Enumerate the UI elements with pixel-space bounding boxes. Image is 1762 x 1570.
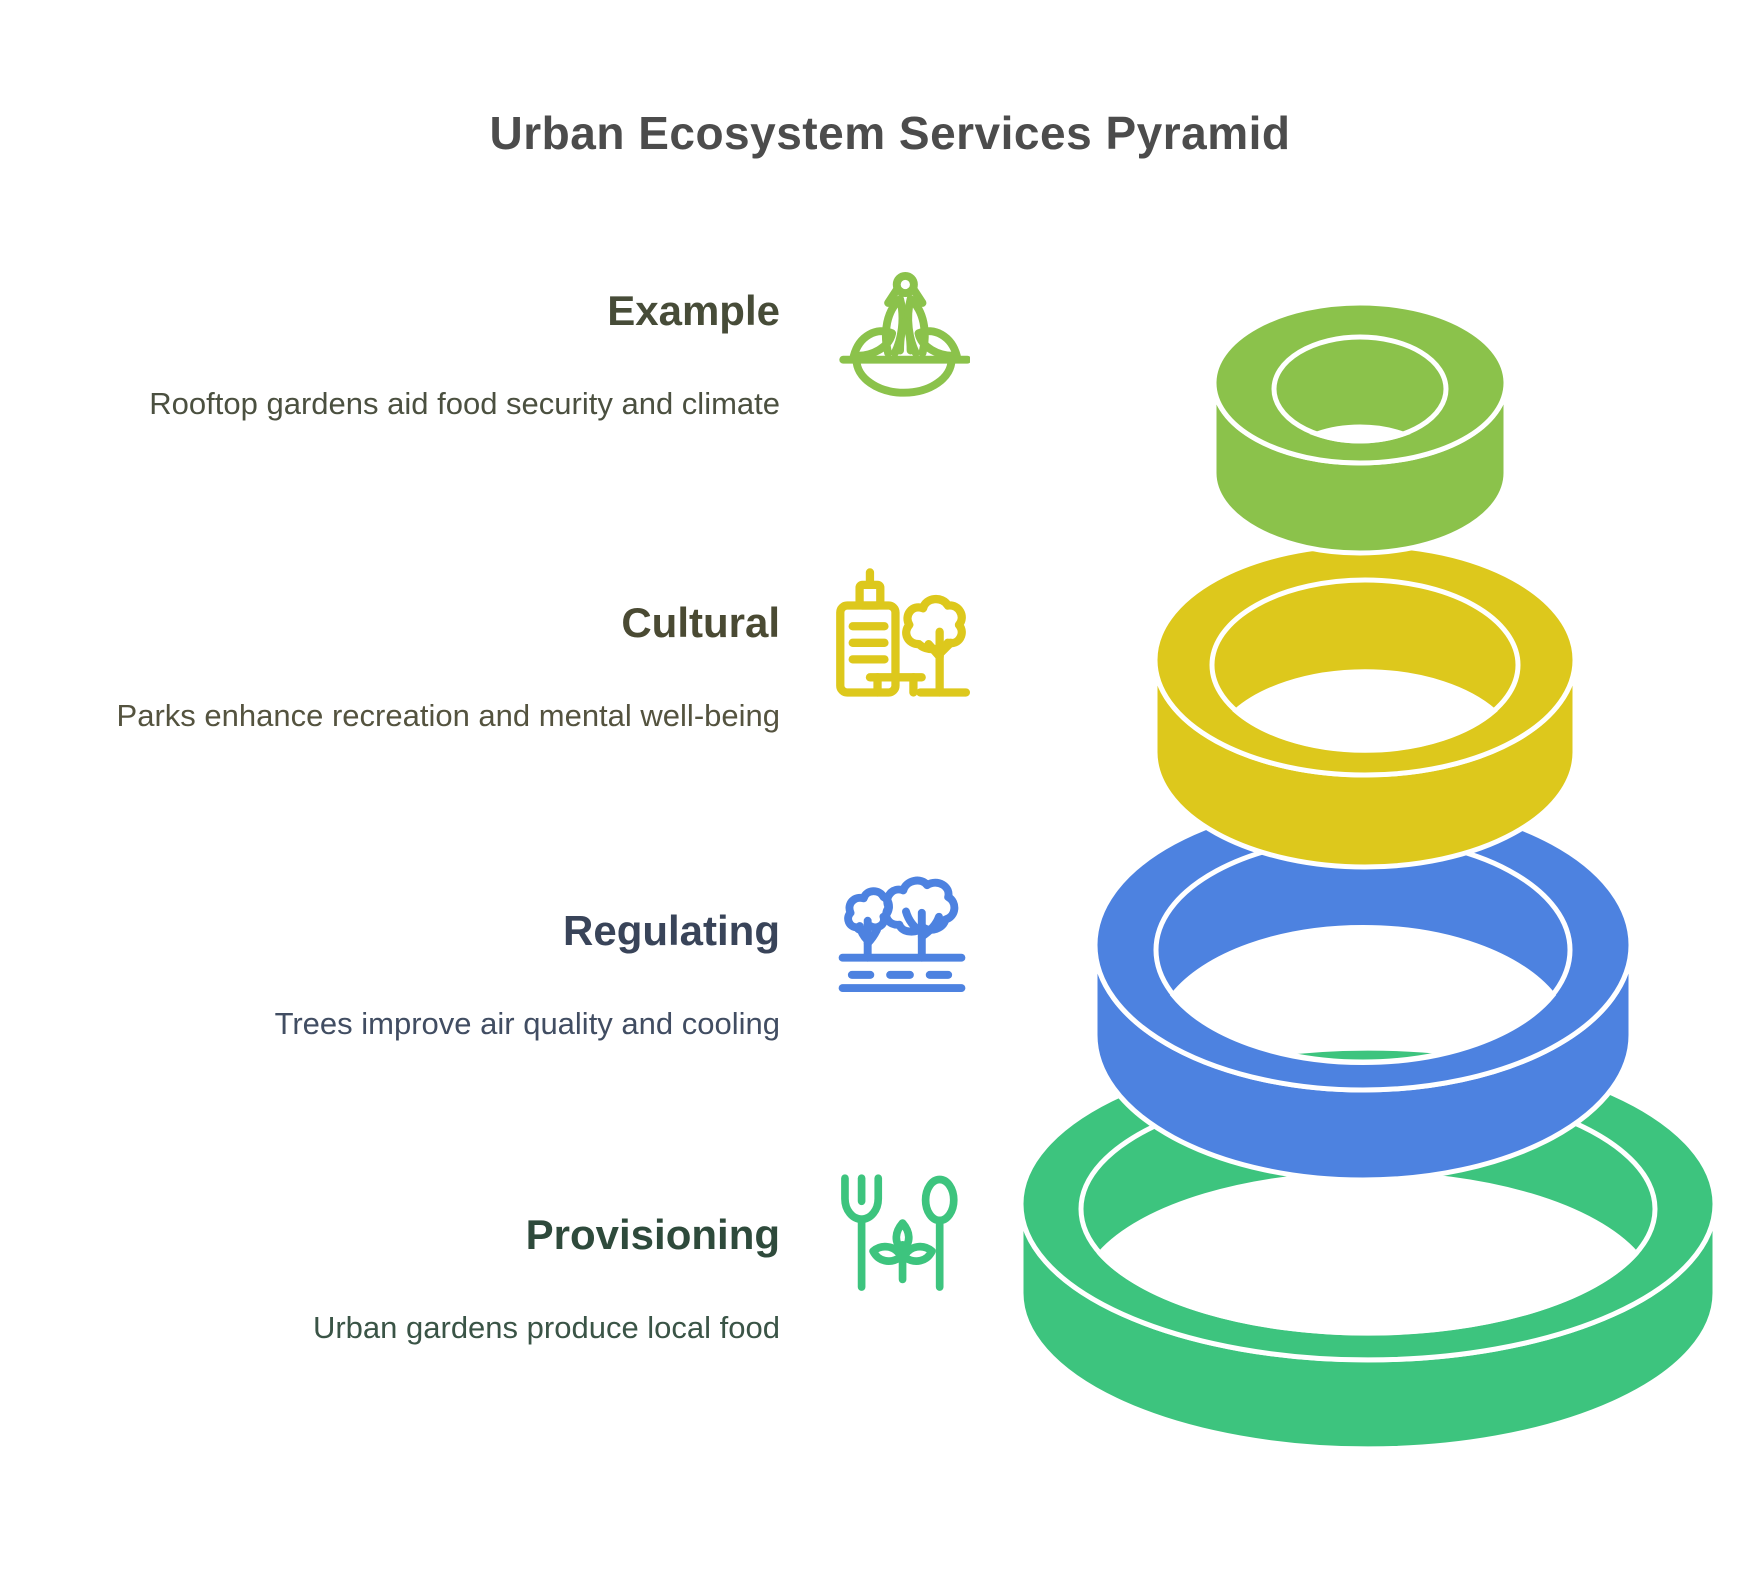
ring-example (1211, 300, 1509, 556)
level-label-provisioning: Provisioning (525, 1211, 780, 1258)
salad-bowl-icon-strokes (839, 271, 970, 397)
trees-icon-strokes (838, 876, 966, 993)
fork-spoon-plant-icon-strokes (841, 1174, 958, 1291)
level-description-regulating: Trees improve air quality and cooling (274, 1006, 780, 1041)
salad-bowl-icon (839, 271, 970, 397)
fork-spoon-plant-icon (841, 1174, 958, 1291)
trees-icon (838, 876, 966, 993)
level-description-example: Rooftop gardens aid food security and cl… (149, 386, 780, 421)
level-label-example: Example (607, 287, 780, 334)
ring-hole-rim (1271, 334, 1449, 444)
level-description-cultural: Parks enhance recreation and mental well… (116, 698, 780, 733)
level-label-cultural: Cultural (621, 599, 780, 646)
city-building-tree-icon-strokes (836, 568, 970, 697)
ring-cultural (1152, 542, 1578, 870)
ring-wall (1018, 1203, 1718, 1452)
city-building-tree-icon (836, 568, 970, 697)
level-description-provisioning: Urban gardens produce local food (312, 1310, 780, 1345)
level-label-regulating: Regulating (563, 907, 780, 954)
ring-hole-rim (1209, 577, 1521, 753)
page-title: Urban Ecosystem Services Pyramid (489, 107, 1291, 159)
